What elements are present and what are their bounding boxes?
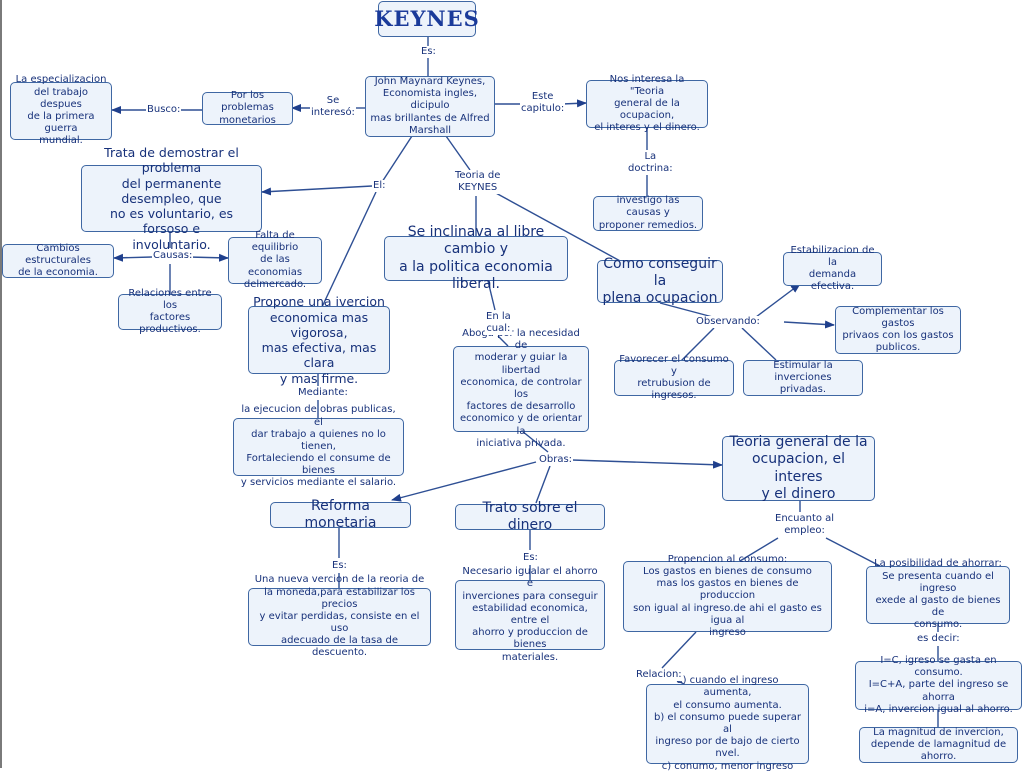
magnitud-invercion-node[interactable]: La magnitud de invercion, depende de lam… (859, 727, 1018, 763)
john-maynard-keynes-node[interactable]: John Maynard Keynes, Economista ingles, … (365, 76, 495, 137)
label-mediante: Mediante: (297, 387, 349, 399)
label-teoria-keynes: Teoria de KEYNES (454, 170, 502, 194)
cuando-ingreso-aumenta-node[interactable]: a) cuando el ingreso aumenta, el consumo… (646, 675, 809, 772)
label-se-intereso: Se interesó: (310, 95, 356, 119)
label-encuanto-empleo: Encuanto al empleo: (774, 513, 836, 537)
label-obras: Obras: (538, 454, 574, 466)
edge-teoria-conseguir (493, 191, 623, 263)
relaciones-factores-node[interactable]: Relaciones entre los factores productivo… (118, 288, 222, 335)
edge-el-trata (261, 185, 373, 196)
label-es-decir: es decir: (916, 633, 961, 645)
edge-obras-trato (535, 465, 551, 504)
trata-demostrar-node[interactable]: Trata de demostrar el problema del perma… (81, 145, 262, 252)
edge-inclinava-enla (487, 280, 496, 311)
edge-encuanto-propencion (739, 537, 779, 562)
nueva-vercion-moneda-node[interactable]: Una nueva vercion de la reoria de la mon… (248, 574, 431, 658)
edge-obs-estimular (741, 327, 777, 361)
inclinava-libre-cambio-node[interactable]: Se inclinava al libre cambio y a la poli… (384, 224, 568, 292)
edge-john-teoria (445, 135, 471, 171)
label-es-trato: Es: (522, 552, 539, 564)
edge-obs-compl (783, 320, 835, 329)
window-edge (0, 0, 2, 768)
falta-equilibrio-node[interactable]: Falta de equilibrio de las economias del… (228, 230, 322, 290)
edge-obs-favorecer (679, 327, 715, 363)
label-el: El: (372, 180, 387, 192)
favorecer-consumo-node[interactable]: Favorecer el consumo y retrubusion de in… (614, 354, 734, 401)
posibilidad-ahorrar-node[interactable]: La posibilidad de ahorrar: Se presenta c… (866, 558, 1010, 630)
edge-aboga-obras (521, 430, 549, 453)
label-observando: Observando: (695, 316, 761, 328)
plena-ocupacion-node[interactable]: Como conseguir la plena ocupacion (597, 256, 723, 306)
complementar-gastos-node[interactable]: Complementar los gastos privaos con los … (835, 306, 961, 354)
propencion-consumo-node[interactable]: Propencion al consumo: Los gastos en bie… (623, 554, 832, 638)
problemas-monetarios-node[interactable]: Por los problemas monetarios (202, 90, 293, 126)
label-este-capitulo: Este capitulo: (520, 91, 566, 115)
label-en-la-cual: En la cual: (485, 311, 512, 335)
edge-encuanto-posibilidad (825, 537, 881, 567)
estimular-inverciones-node[interactable]: Estimular la inverciones privadas. (743, 360, 863, 396)
label-la-doctrina: La doctrina: (627, 151, 674, 175)
edge-obras-reforma (391, 461, 537, 502)
ejecucion-obras-node[interactable]: la ejecucion de obras publicas, el dar t… (233, 404, 404, 488)
edge-obras-teoria (571, 459, 723, 469)
label-relacion: Relacion: (635, 669, 683, 681)
propone-ivercion-node[interactable]: Propone una ivercion economica mas vigor… (248, 294, 390, 386)
edge-el-propone (321, 191, 377, 308)
edge-john-el (381, 135, 413, 183)
nos-interesa-teoria-node[interactable]: Nos interesa la "Teoria general de la oc… (586, 74, 708, 133)
label-es-top: Es: (420, 46, 437, 58)
trato-sobre-dinero-node[interactable]: Trato sobre el dinero (455, 500, 605, 533)
necesario-igualar-node[interactable]: Necesario igualar el ahorro e invercione… (455, 566, 605, 663)
investigo-causas-node[interactable]: investigo las causas y proponer remedios… (593, 195, 703, 231)
label-busco: Busco: (146, 104, 182, 116)
aboga-necesidad-node[interactable]: Aboga por la necesidad de moderar y guia… (453, 328, 589, 449)
keynes-title-node[interactable]: KEYNES (374, 1, 479, 37)
edge-enla-aboga (497, 335, 509, 347)
teoria-general-ocupacion-node[interactable]: Teoria general de la ocupacion, el inter… (722, 434, 875, 502)
edge-causas-cambios (113, 253, 153, 262)
edge-este-nos (561, 99, 587, 108)
edge-obs-estab (755, 283, 801, 318)
estabilizacion-demanda-node[interactable]: Estabilizacion de la demanda efectiva. (783, 245, 882, 292)
igreso-consumo-node[interactable]: I=C, igreso se gasta en consumo. I=C+A, … (855, 655, 1022, 715)
especializacion-trabajo-node[interactable]: La especializacion del trabajo despues d… (10, 74, 112, 146)
edge-causas-falta (187, 253, 229, 262)
cambios-estructurales-node[interactable]: Cambios estructurales de la economia. (2, 243, 114, 278)
label-es-reforma: Es: (331, 560, 348, 572)
reforma-monetaria-node[interactable]: Reforma monetaria (270, 498, 411, 531)
label-causas: Causas: (152, 250, 194, 262)
edge-propencion-relacion (661, 631, 697, 669)
